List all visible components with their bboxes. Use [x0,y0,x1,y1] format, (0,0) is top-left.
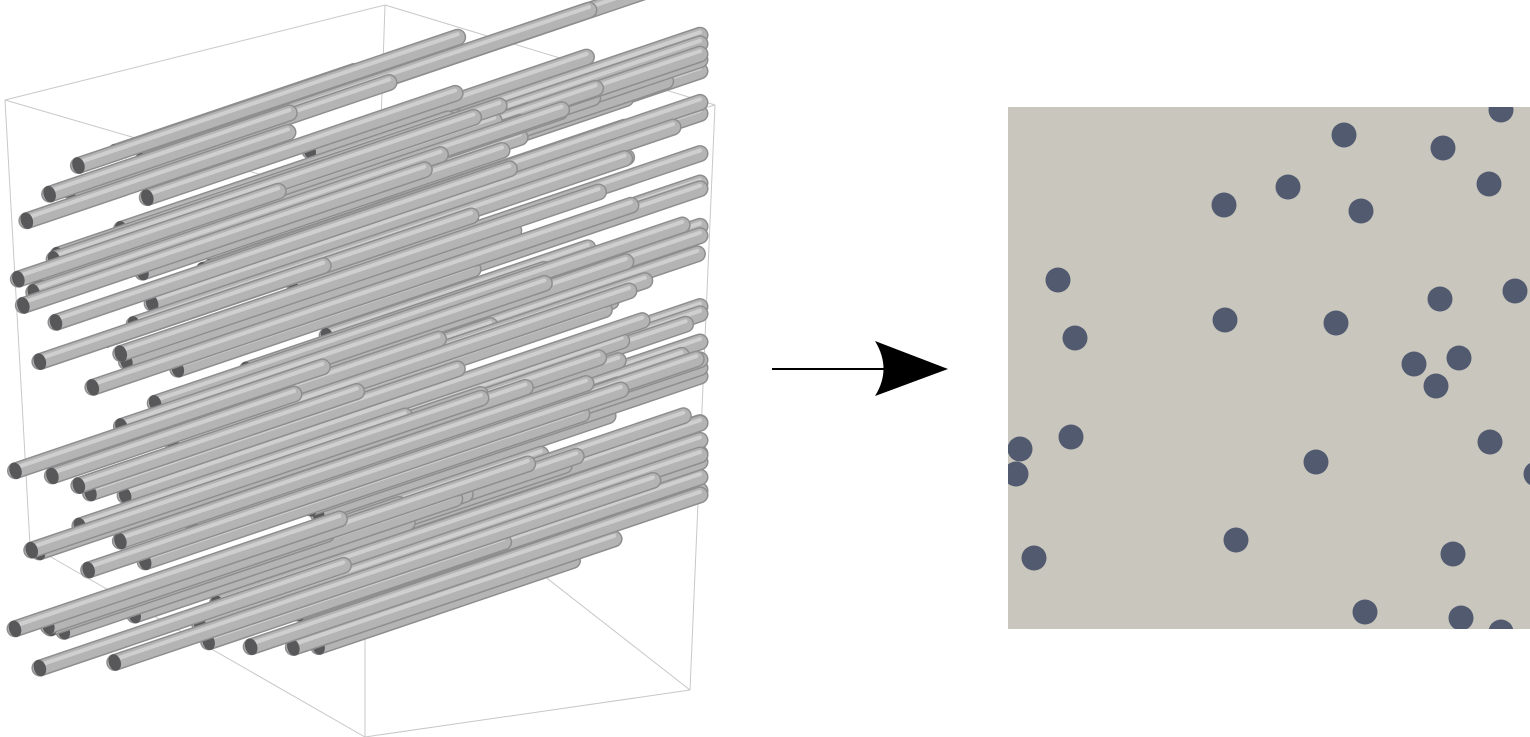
fiber-end [86,379,100,396]
fiber-section [1323,310,1349,336]
fiber [6,510,349,638]
fiber-end [33,353,47,370]
fiber [106,471,662,671]
cube-edge [4,4,386,101]
fiber-section [1446,345,1472,371]
fiber-section [1223,527,1249,553]
fiber-end [287,639,300,656]
cube-edge [364,689,691,737]
fiber [43,385,303,485]
fiber [242,486,709,656]
fiber-end [49,313,63,331]
fiber-section [1211,192,1237,218]
fiber [47,160,518,331]
fiber [138,84,464,206]
fiber-section [1348,198,1374,224]
fiber-end [17,297,30,314]
fiber-end [141,189,154,206]
fiber [146,216,691,412]
fiber-end [43,185,56,203]
fiber [31,556,352,677]
fiber [69,28,467,174]
fiber-section [1523,463,1530,485]
fiber-section [1352,599,1378,625]
fiber-cube-panel [4,0,716,737]
fiber-section [1423,373,1449,399]
fiber [18,123,297,230]
fiber-section [1212,307,1238,333]
fiber-section [1502,278,1528,304]
fiber-end [33,659,47,677]
fiber [111,375,595,550]
fiber-section [1440,541,1466,567]
fiber-section [1331,122,1357,148]
fiber [41,104,298,203]
fiber-end [108,654,122,671]
fiber-end [72,477,86,494]
fiber [84,196,640,396]
fiber [80,381,630,579]
fiber-end [20,212,34,229]
fiber [70,383,366,495]
fiber [116,312,651,504]
fiber-section [1488,107,1514,123]
fiber-end [244,638,258,655]
fiber-section [1008,436,1033,462]
fiber [143,118,682,312]
fiber-section [1430,135,1456,161]
fiber-end [114,532,127,550]
fiber-end [114,345,128,362]
fiber [31,257,332,371]
fiber-section [1045,267,1071,293]
fiber [23,389,490,559]
fiber [7,358,331,480]
fiber-section [1488,619,1514,629]
fiber-end [118,487,132,504]
fiber-section [1062,325,1088,351]
fiber-end [9,462,22,480]
fiber-end [8,620,22,638]
fiber [9,182,287,288]
fiber-end [46,467,59,485]
fiber-section [1021,545,1047,571]
fiber-end [25,541,39,559]
fiber-end [82,561,95,579]
arrow-right-icon [772,341,948,396]
cross-section-panel [1008,107,1530,629]
fiber-section [1476,171,1502,197]
fiber [112,183,608,363]
fiber [14,161,433,314]
fiber-end [72,157,85,174]
fiber-section [1427,286,1453,312]
fiber-section [1008,461,1029,487]
fiber-section [1448,605,1474,629]
section-background [1008,107,1530,629]
fiber-section [1058,424,1084,450]
cube-edge [689,104,716,691]
fiber-section [1275,174,1301,200]
fiber [284,530,623,656]
fiber-section [1401,351,1427,377]
fiber-section [1303,449,1329,475]
fiber-section [1477,429,1503,455]
fiber-end [12,270,25,288]
